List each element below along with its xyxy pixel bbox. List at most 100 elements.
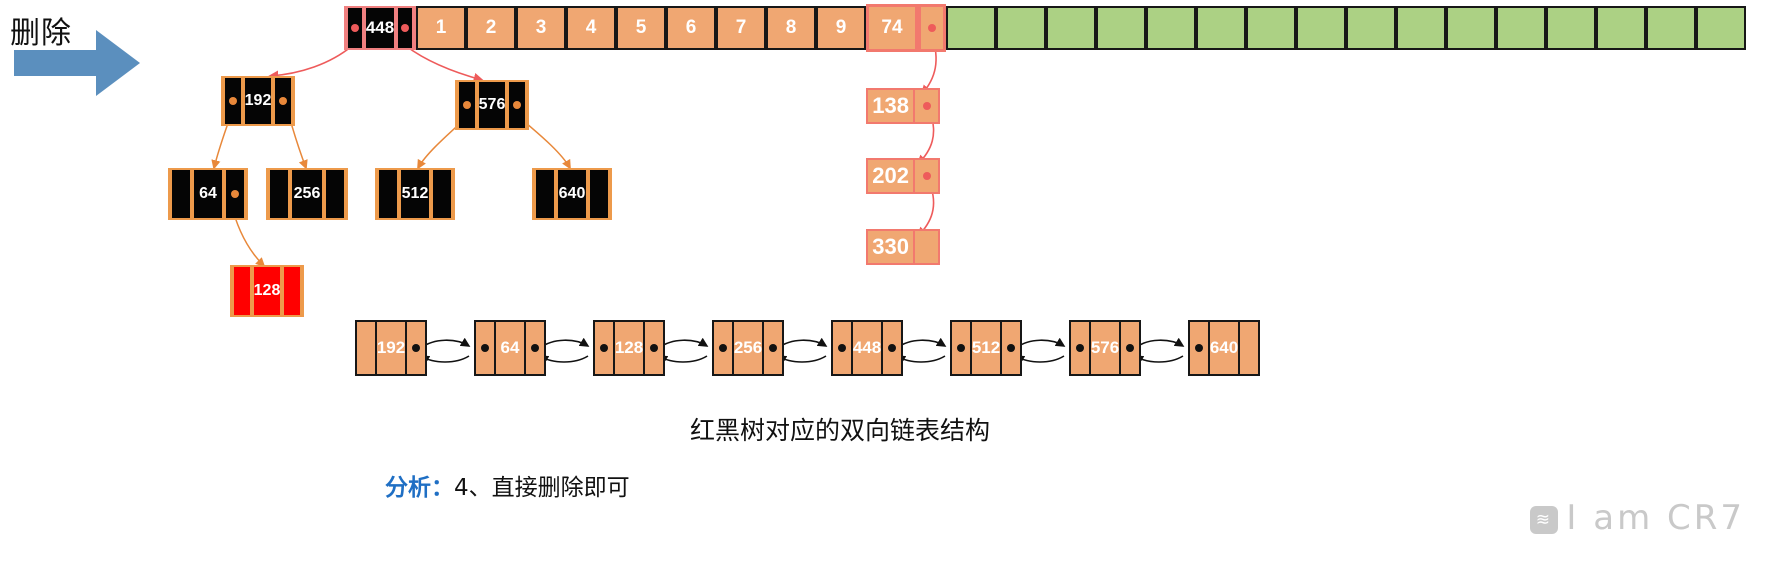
list-node-prev-pointer [1071,322,1089,374]
pointer-dot-icon [1076,344,1084,352]
array-cell-5[interactable]: 5 [616,6,666,50]
pointer-dot-icon [769,344,777,352]
chain-node-330[interactable]: 330 [866,229,940,265]
analysis-label: 分析： [385,475,454,501]
list-node-128[interactable]: 128 [593,320,665,376]
node-left-pointer [223,78,243,124]
array-cell-empty[interactable] [1096,6,1146,50]
node-right-pointer [324,170,346,218]
pointer-dot-icon [600,344,608,352]
pointer-dot-icon [463,101,471,109]
chain-node-value: 138 [872,93,910,118]
pointer-dot-icon [922,102,931,110]
node-left-pointer [268,170,290,218]
chain-node-next-pointer [913,231,938,263]
node-value: 512 [399,170,431,218]
array-cell-9[interactable]: 9 [816,6,866,50]
list-node-value: 448 [851,322,883,374]
tree-node-128[interactable]: 128 [230,265,304,317]
tree-node-512[interactable]: 512 [375,168,455,220]
node-right-pointer [396,8,414,48]
pointer-dot-icon [513,101,521,109]
array-cell-empty[interactable] [1296,6,1346,50]
array-cell-empty[interactable] [996,6,1046,50]
pointer-dot-icon [957,344,965,352]
array-cell-7[interactable]: 7 [716,6,766,50]
array-cell-1[interactable]: 1 [416,6,466,50]
list-node-prev-pointer [714,322,732,374]
list-node-64[interactable]: 64 [474,320,546,376]
pointer-dot-icon [412,344,420,352]
tree-node-256[interactable]: 256 [266,168,348,220]
pointer-dot-icon [531,344,539,352]
pointer-dot-icon [351,24,359,32]
node-right-pointer [431,170,453,218]
array-cell-2[interactable]: 2 [466,6,516,50]
list-node-next-pointer [1240,322,1258,374]
node-value: 576 [477,82,507,128]
node-value: 640 [556,170,588,218]
list-node-192[interactable]: 192 [355,320,427,376]
node-left-pointer [232,267,252,315]
array-cell-empty[interactable] [1196,6,1246,50]
array-cell-empty[interactable] [1246,6,1296,50]
watermark: ≋I am CR7 [1530,498,1745,538]
node-right-pointer [588,170,610,218]
pointer-dot-icon [279,97,287,105]
array-cell-empty[interactable] [1396,6,1446,50]
list-node-next-pointer [883,322,901,374]
node-right-pointer [507,82,527,128]
list-node-448[interactable]: 448 [831,320,903,376]
pointer-dot-icon [229,97,237,105]
pointer-dot-icon [401,24,409,32]
list-node-next-pointer [1121,322,1139,374]
array-cell-empty[interactable] [1596,6,1646,50]
pointer-dot-icon [719,344,727,352]
list-node-640[interactable]: 640 [1188,320,1260,376]
chain-node-value: 330 [872,234,910,259]
array-cell-6[interactable]: 6 [666,6,716,50]
array-cell-bucket-pointer[interactable] [918,4,946,52]
list-node-256[interactable]: 256 [712,320,784,376]
array-cell-empty[interactable] [1146,6,1196,50]
pointer-dot-icon [838,344,846,352]
node-right-pointer [273,78,293,124]
list-node-576[interactable]: 576 [1069,320,1141,376]
list-node-next-pointer [645,322,663,374]
tree-node-192[interactable]: 192 [221,76,295,126]
list-node-prev-pointer [476,322,494,374]
array-cell-empty[interactable] [1446,6,1496,50]
chain-node-202[interactable]: 202 [866,158,940,194]
node-value: 192 [243,78,273,124]
pointer-dot-icon [922,172,931,180]
pointer-dot-icon [1007,344,1015,352]
list-node-next-pointer [526,322,544,374]
array-cell-3[interactable]: 3 [516,6,566,50]
array-cell-8[interactable]: 8 [766,6,816,50]
pointer-dot-icon [481,344,489,352]
list-node-512[interactable]: 512 [950,320,1022,376]
tree-node-640[interactable]: 640 [532,168,612,220]
node-value: 256 [290,170,324,218]
chain-node-value: 202 [872,163,910,188]
array-cell-empty[interactable] [1046,6,1096,50]
analysis-line: 分析：4、直接删除即可 [385,468,630,502]
node-left-pointer [346,8,364,48]
array-cell-empty[interactable] [946,6,996,50]
list-node-value: 640 [1208,322,1240,374]
array-cell-4[interactable]: 4 [566,6,616,50]
tree-node-root[interactable]: 448 [344,6,416,50]
pointer-dot-icon [928,24,936,32]
array-cell-empty[interactable] [1646,6,1696,50]
array-cell-empty[interactable] [1696,6,1746,50]
tree-node-576[interactable]: 576 [455,80,529,130]
array-cell-empty[interactable] [1496,6,1546,50]
array-cell-empty[interactable] [1546,6,1596,50]
chain-node-138[interactable]: 138 [866,88,940,124]
list-node-value: 256 [732,322,764,374]
array-cell-highlighted[interactable]: 74 [866,4,918,52]
node-left-pointer [534,170,556,218]
array-cell-empty[interactable] [1346,6,1396,50]
tree-node-64[interactable]: 64 [168,168,248,220]
